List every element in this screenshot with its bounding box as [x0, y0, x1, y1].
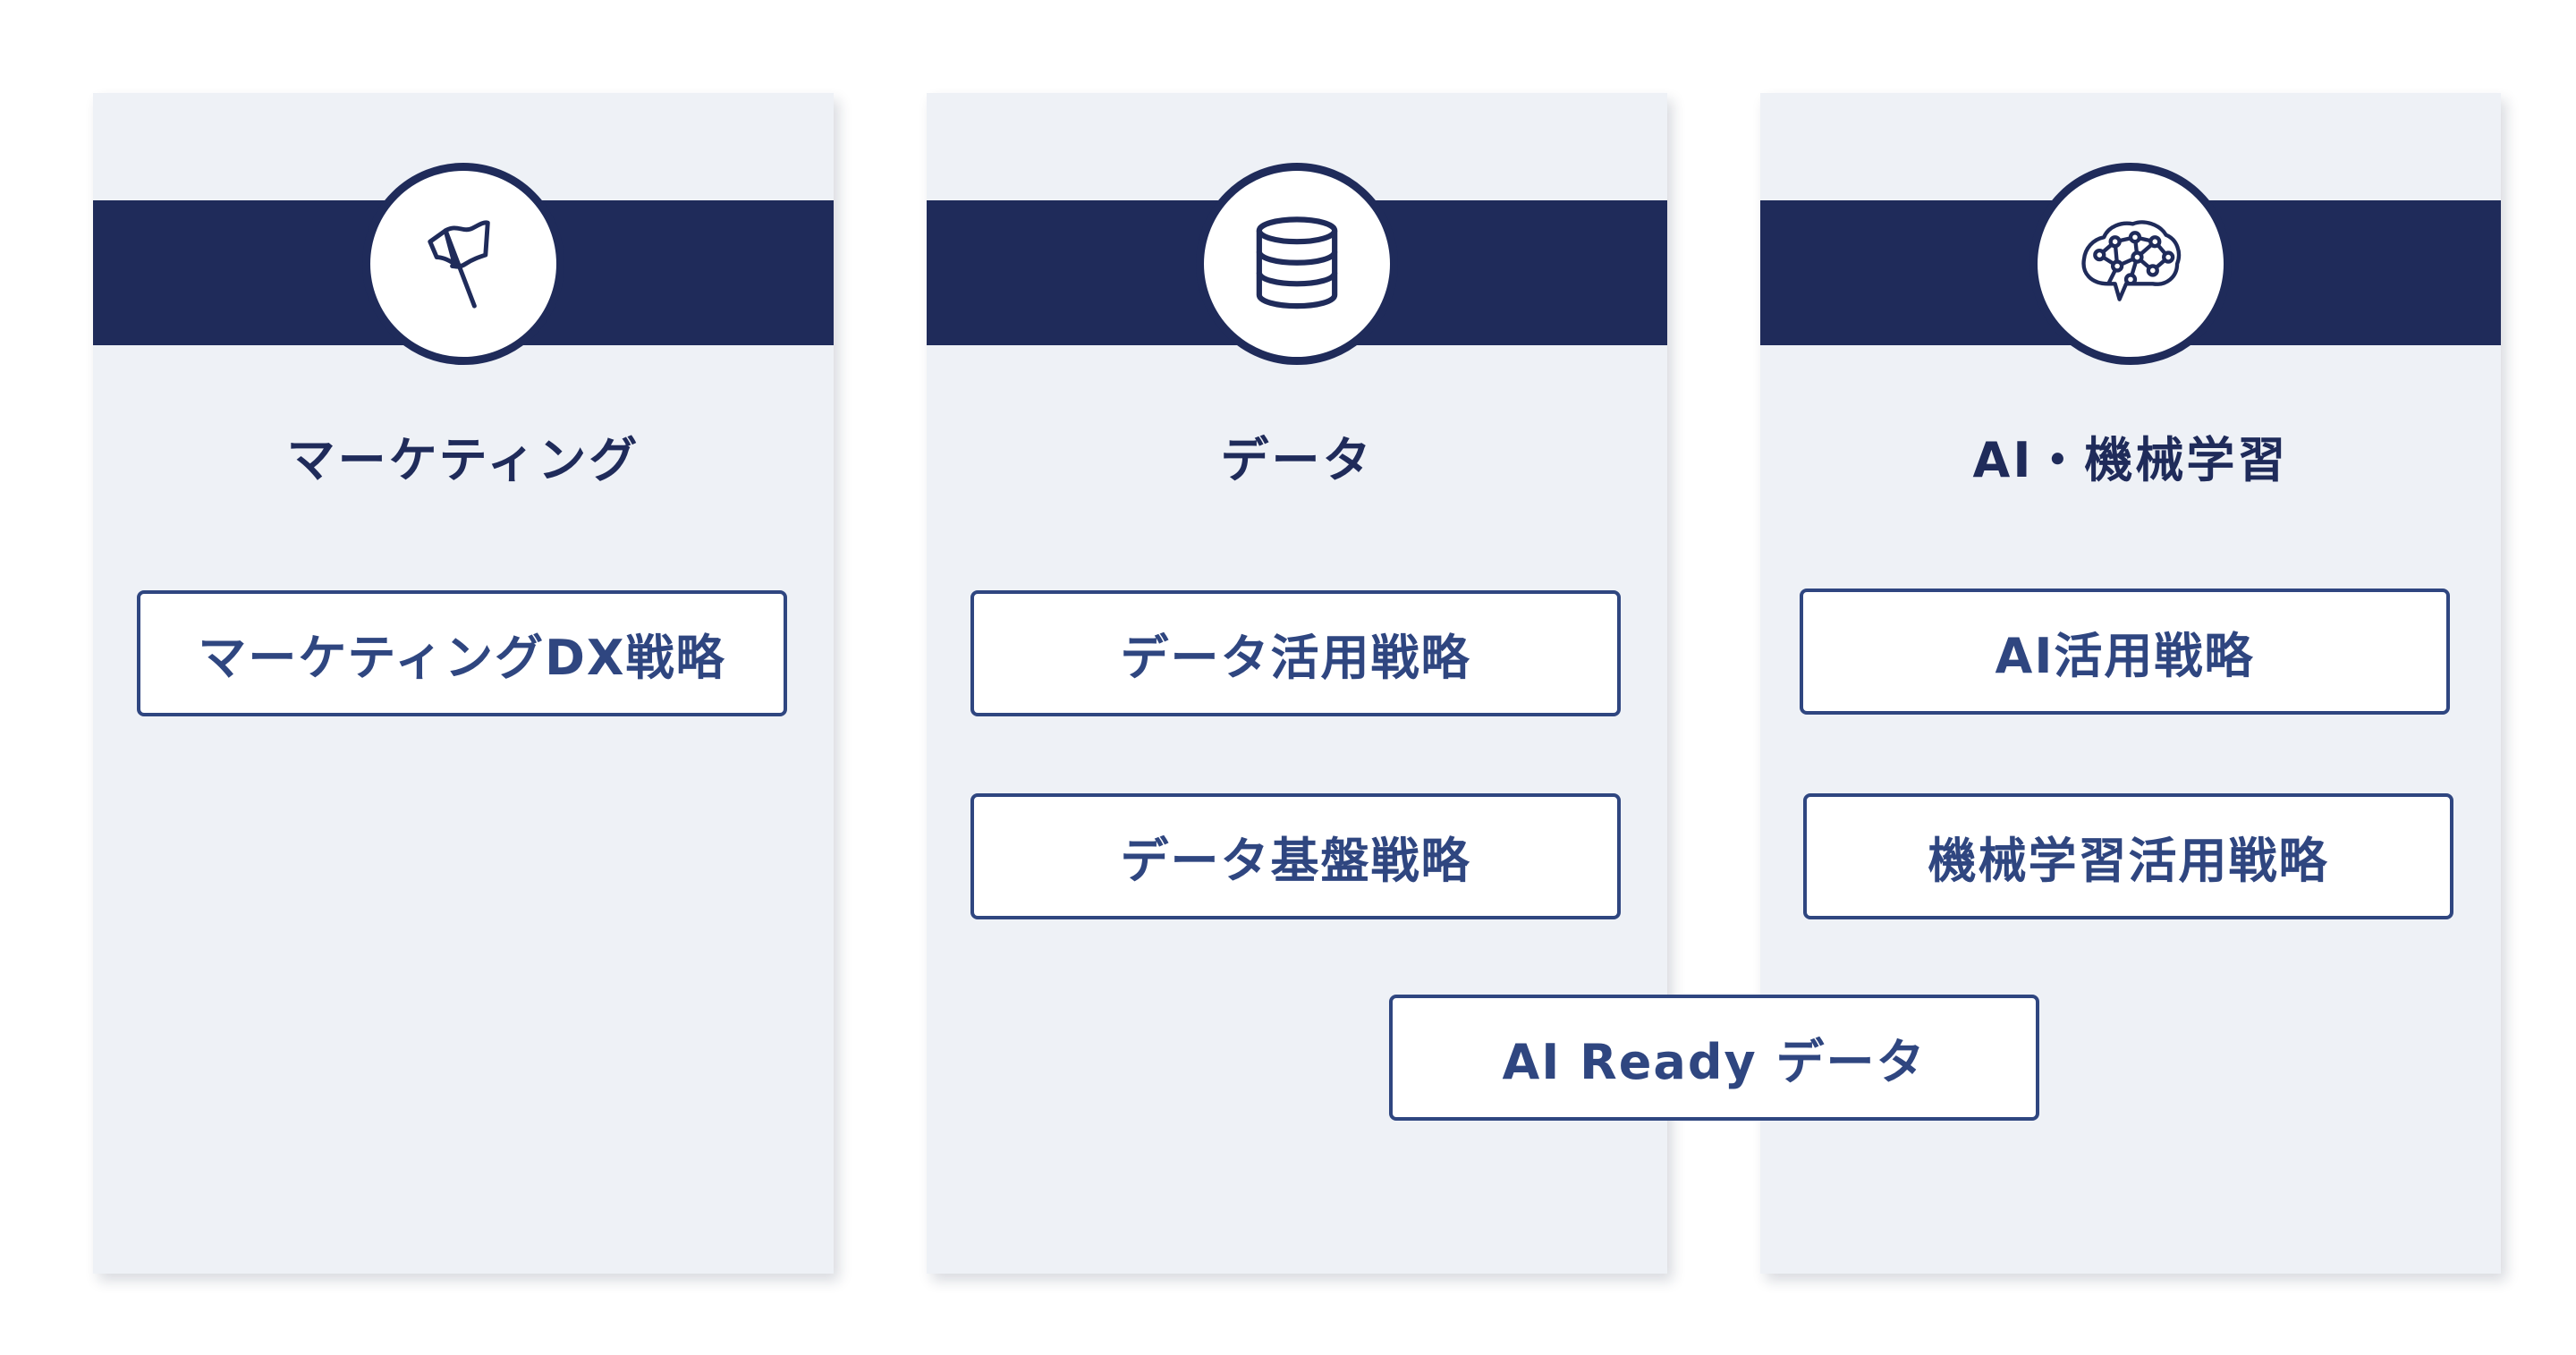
data-utilization-strategy-button[interactable]: データ活用戦略 [970, 590, 1621, 716]
data-infrastructure-strategy-button[interactable]: データ基盤戦略 [970, 793, 1621, 919]
flag-badge [362, 163, 564, 365]
marketing-dx-strategy-button[interactable]: マーケティングDX戦略 [137, 590, 787, 716]
card-title-data: データ [1220, 432, 1374, 488]
ml-utilization-strategy-button[interactable]: 機械学習活用戦略 [1803, 793, 2453, 919]
marketing-card: マーケティング マーケティングDX戦略 [93, 93, 834, 1274]
ai-brain-icon [2081, 220, 2182, 301]
card-title-marketing: マーケティング [286, 432, 640, 488]
database-badge [1196, 163, 1398, 365]
ai-ready-data-button[interactable]: AI Ready データ [1389, 995, 2039, 1121]
ai-utilization-strategy-button[interactable]: AI活用戦略 [1800, 589, 2450, 715]
card-title-ai-ml: AI・機械学習 [1972, 432, 2289, 488]
ai-brain-badge [2029, 163, 2232, 365]
flag-icon [428, 220, 490, 309]
data-card: データ データ活用戦略 データ基盤戦略 [927, 93, 1667, 1274]
database-icon [1256, 216, 1338, 309]
